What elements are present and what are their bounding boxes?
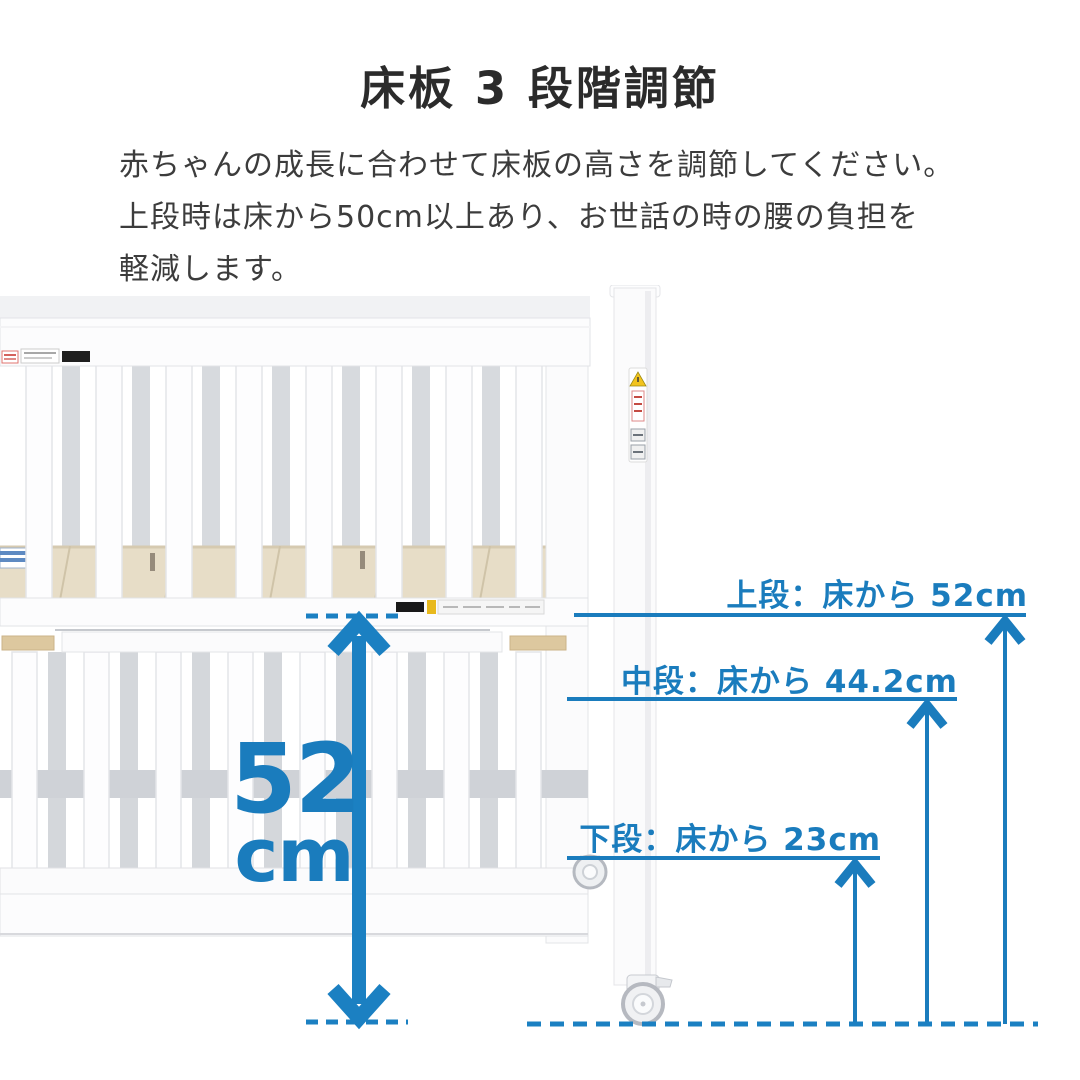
lower-panel-pegs (1, 635, 567, 651)
level-rail (0, 597, 589, 631)
crib-right-stile (545, 317, 589, 944)
height-value: 52 (230, 723, 362, 835)
crib-back-rail (0, 296, 590, 321)
warning-sticker (628, 367, 648, 463)
crib-upper-back-slats (62, 330, 500, 546)
lower-level-label: 下段：床から 23cm (579, 822, 881, 858)
description-line-2: 上段時は床から50cm以上あり、お世話の時の腰の負担を (119, 200, 919, 235)
top-rail-stickers (1, 348, 90, 364)
small-caster-wheel (572, 854, 608, 890)
height-callout: 52 cm (230, 723, 362, 899)
lower-back-slats (48, 652, 498, 882)
crib-top-rail (0, 317, 591, 367)
upper-level-label: 上段：床から 52cm (726, 578, 1028, 614)
lower-panel-top-rail (61, 631, 503, 653)
level-rail-labels (396, 599, 545, 615)
bottom-rail (0, 893, 589, 937)
page-title: 床板 3 段階調節 (360, 62, 720, 115)
description: 赤ちゃんの成長に合わせて床板の高さを調節してください。 上段時は床から50cm以… (119, 140, 954, 296)
height-unit: cm (234, 813, 355, 899)
lower-panel (0, 631, 608, 937)
crib-illustration (0, 285, 673, 1026)
large-caster-wheel (621, 974, 673, 1026)
description-line-1: 赤ちゃんの成長に合わせて床板の高さを調節してください。 (119, 148, 955, 183)
mattress-board (0, 545, 588, 601)
description-line-3: 軽減します。 (119, 252, 302, 287)
middle-level-label: 中段：床から 44.2cm (621, 664, 958, 700)
headboard-post (609, 285, 673, 1026)
